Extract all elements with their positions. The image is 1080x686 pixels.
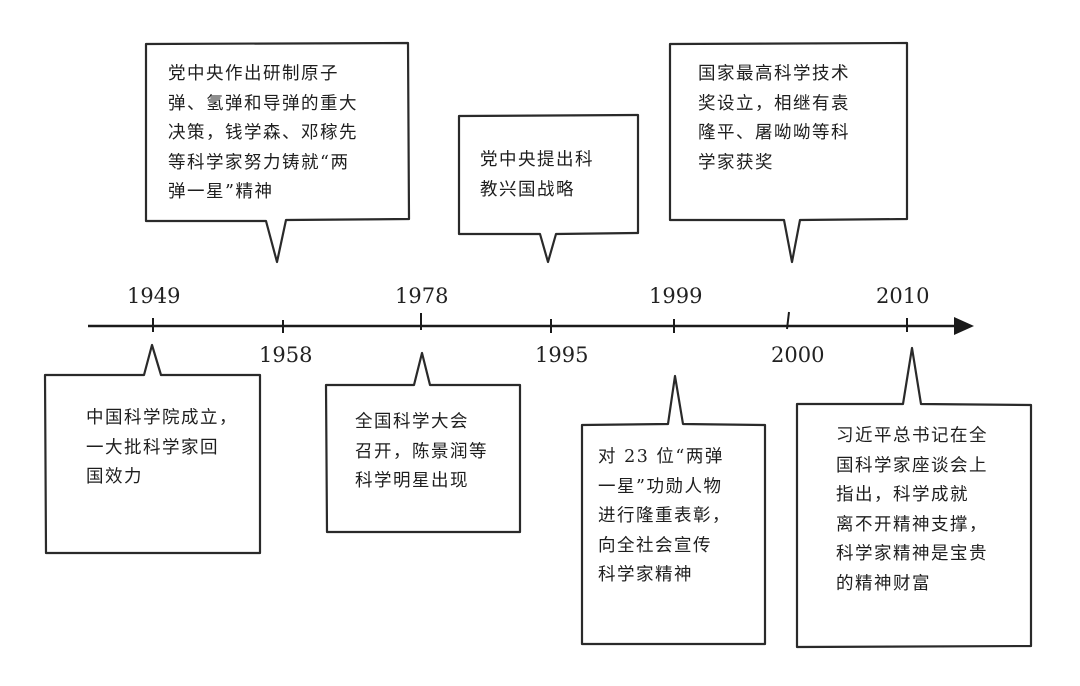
- event-text-1958: 党中央作出研制原子 弹、氢弹和导弹的重大 决策，钱学森、邓稼先 等科学家努力铸就…: [168, 64, 358, 202]
- year-label-1995: 1995: [535, 343, 589, 367]
- year-label-2010: 2010: [876, 284, 930, 308]
- callout-1999: [580, 374, 767, 646]
- event-text-1995: 党中央提出科 教兴国战略: [480, 150, 594, 200]
- year-label-1999: 1999: [649, 284, 703, 308]
- event-text-1949: 中国科学院成立， 一大批科学家回 国效力: [86, 408, 238, 487]
- callout-1995: [457, 113, 640, 264]
- event-text-2000: 国家最高科学技术 奖设立，相继有袁 隆平、屠呦呦等科 学家获奖: [698, 64, 850, 173]
- year-label-2000: 2000: [771, 343, 825, 367]
- callout-2000: [668, 41, 909, 264]
- callout-1978: [324, 351, 522, 534]
- event-text-1978: 全国科学大会 召开，陈景润等 科学明星出现: [355, 412, 488, 491]
- event-text-2010: 习近平总书记在全 国科学家座谈会上 指出，科学成就 离不开精神支撑， 科学家精神…: [836, 426, 988, 594]
- year-label-1978: 1978: [395, 284, 449, 308]
- year-label-1949: 1949: [127, 284, 181, 308]
- callout-1958: [144, 41, 411, 264]
- callout-2010: [795, 346, 1033, 649]
- callout-1949: [43, 343, 262, 555]
- year-label-1958: 1958: [259, 343, 313, 367]
- tick-2000: [786, 311, 790, 330]
- event-text-1999: 对 23 位“两弹 一星”功勋人物 进行隆重表彰， 向全社会宣传 科学家精神: [598, 447, 731, 585]
- timeline-arrowhead: [954, 317, 974, 335]
